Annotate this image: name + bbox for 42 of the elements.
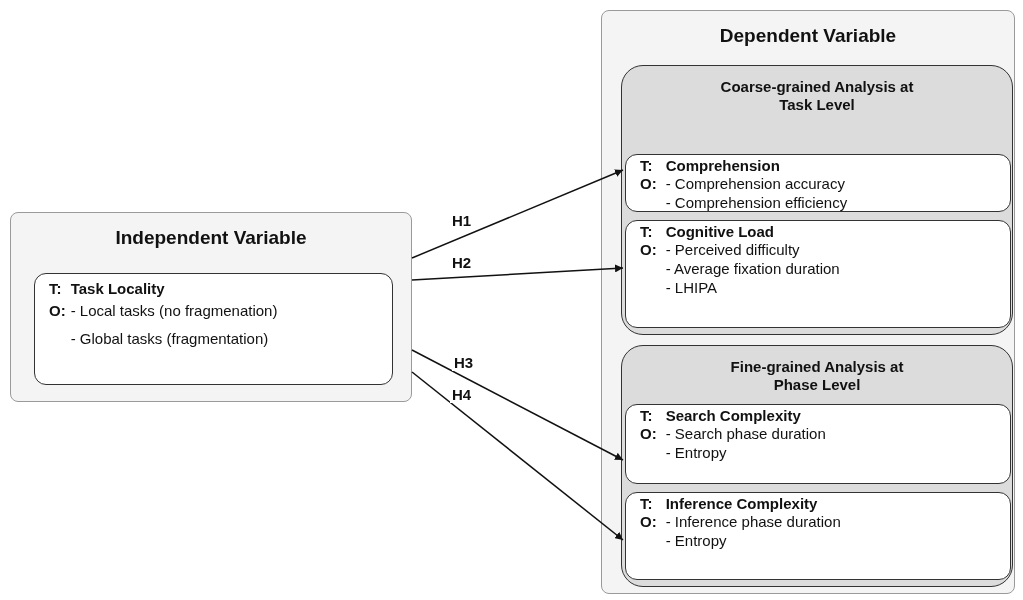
type-tag: O: [640, 513, 657, 531]
panel-heading: Independent Variable [115, 227, 307, 250]
arrow [411, 349, 624, 461]
type-tag: O: [640, 425, 657, 443]
variable-title: Task Locality [70, 280, 166, 298]
type-tag: T: [640, 157, 657, 175]
measure-item: - Local tasks (no fragmenation) [70, 302, 278, 320]
arrow [411, 371, 624, 541]
type-tag: T: [640, 495, 657, 513]
variable-title: Cognitive Load [665, 223, 775, 241]
type-tag: O: [640, 241, 657, 259]
measure-item: - Comprehension accuracy [665, 175, 846, 193]
measure-item: - Search phase duration [665, 425, 826, 443]
panel [10, 212, 412, 402]
panel [601, 10, 1015, 594]
variable-title: Comprehension [665, 157, 781, 175]
type-tag: O: [640, 175, 657, 193]
type-tag: T: [640, 223, 657, 241]
measure-item: - Average fixation duration [665, 260, 840, 278]
measure-item: - LHIPA [665, 279, 719, 297]
measure-item: - Inference phase duration [665, 513, 841, 531]
variable-card [625, 492, 1011, 580]
group-panel [621, 345, 1013, 587]
variable-card [34, 273, 393, 385]
measure-item: - Global tasks (fragmentation) [70, 330, 270, 348]
group-panel [621, 65, 1013, 335]
variable-card [625, 220, 1011, 328]
panel-heading: Fine-grained Analysis at Phase Level [729, 358, 905, 394]
measure-item: - Entropy [665, 444, 728, 462]
measure-item: - Entropy [665, 532, 728, 550]
type-tag: T: [640, 407, 657, 425]
measure-item: - Comprehension efficiency [665, 194, 848, 212]
measure-item: - Perceived difficulty [665, 241, 801, 259]
type-tag: T: [49, 280, 66, 298]
variable-card [625, 154, 1011, 212]
panel-heading: Coarse-grained Analysis at Task Level [719, 78, 915, 114]
variable-title: Search Complexity [665, 407, 802, 425]
arrow [411, 169, 624, 259]
variable-card [625, 404, 1011, 484]
type-tag: O: [49, 302, 66, 320]
variable-title: Inference Complexity [665, 495, 819, 513]
panel-heading: Dependent Variable [719, 25, 897, 48]
